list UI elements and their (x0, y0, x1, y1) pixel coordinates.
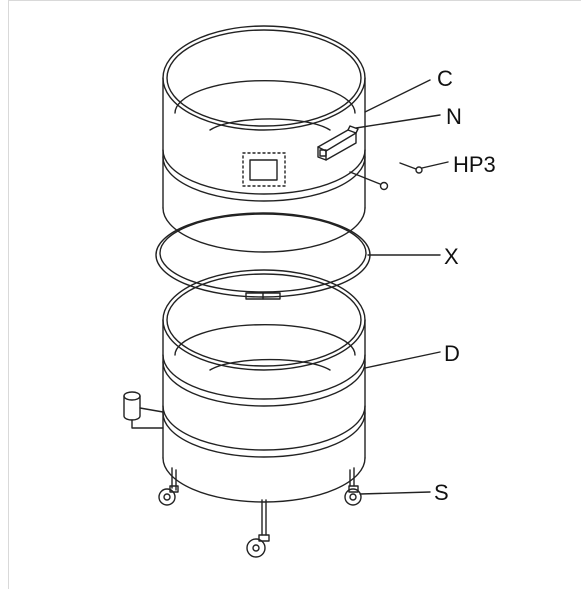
leg-right (344, 467, 362, 506)
leader-s (359, 491, 431, 495)
top-cylinder-c (162, 25, 366, 253)
frame-border-top (8, 0, 581, 1)
frame-border-left (8, 0, 9, 589)
screw-hp3-left (349, 171, 389, 191)
label-s: S (434, 480, 449, 505)
outlet-pipe (123, 391, 164, 429)
label-d: D (444, 341, 460, 366)
inspection-window (242, 152, 286, 187)
leader-hp3 (421, 161, 449, 169)
label-hp3: HP3 (453, 152, 496, 177)
label-x: X (444, 244, 459, 269)
leader-d (364, 351, 441, 369)
leader-n (355, 114, 441, 129)
label-c: C (437, 66, 453, 91)
ring-x (155, 212, 371, 298)
label-n: N (446, 104, 462, 129)
leader-c (364, 79, 431, 113)
lower-cylinder-d (162, 269, 366, 503)
leg-left (158, 467, 179, 506)
leader-lines (355, 79, 449, 495)
handle-n (317, 125, 359, 161)
screw-hp3-right (399, 162, 423, 174)
leg-front (246, 499, 270, 558)
